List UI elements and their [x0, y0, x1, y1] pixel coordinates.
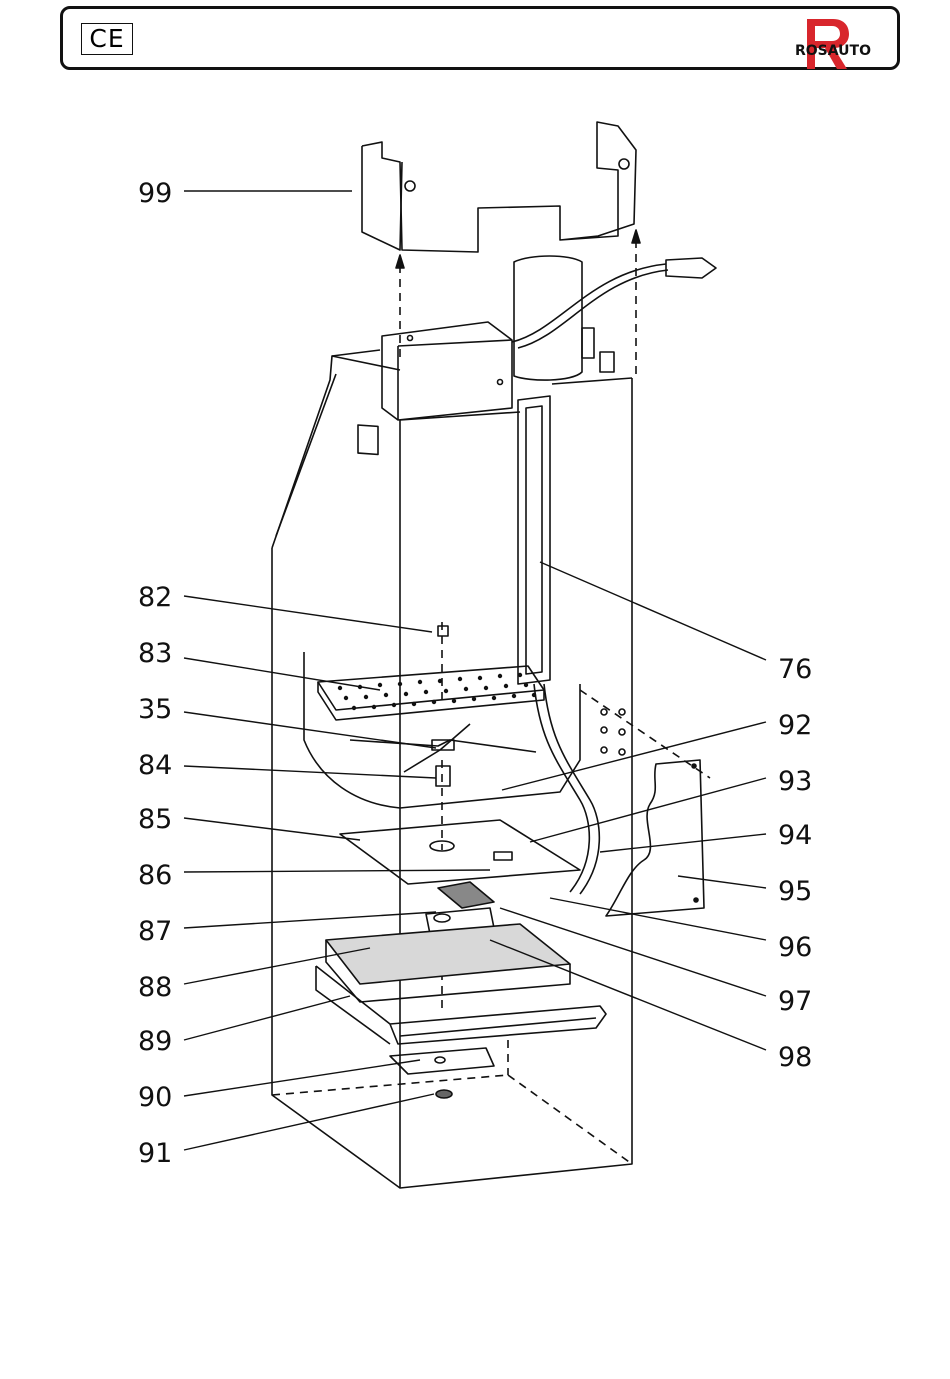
label-97: 97 — [778, 986, 812, 1017]
label-95: 95 — [778, 876, 812, 907]
label-86: 86 — [138, 860, 172, 891]
bottom-plate — [390, 1048, 494, 1098]
label-96: 96 — [778, 932, 812, 963]
base-plate — [340, 820, 580, 884]
label-92: 92 — [778, 710, 812, 741]
cabinet-body — [272, 350, 632, 1188]
top-cover — [362, 122, 636, 252]
label-82: 82 — [138, 582, 172, 613]
label-35: 35 — [138, 694, 172, 725]
label-83: 83 — [138, 638, 172, 669]
filter-pad — [438, 882, 494, 908]
sponge-filter — [326, 924, 570, 1002]
labels-right: 76 92 93 94 95 96 97 98 — [778, 654, 812, 1073]
label-88: 88 — [138, 972, 172, 1003]
label-91: 91 — [138, 1138, 172, 1169]
side-panel — [606, 760, 704, 916]
screw — [438, 626, 448, 636]
rotor-arm — [350, 724, 536, 786]
label-89: 89 — [138, 1026, 172, 1057]
label-84: 84 — [138, 750, 172, 781]
label-93: 93 — [778, 766, 812, 797]
label-90: 90 — [138, 1082, 172, 1113]
label-87: 87 — [138, 916, 172, 947]
label-99: 99 — [138, 178, 172, 209]
tank-and-cable — [512, 256, 716, 380]
label-98: 98 — [778, 1042, 812, 1073]
label-76: 76 — [778, 654, 812, 685]
label-94: 94 — [778, 820, 812, 851]
side-mount-holes — [601, 709, 625, 755]
labels-left: 99 82 83 35 84 85 86 87 88 89 90 91 — [138, 178, 172, 1169]
vertical-duct — [518, 396, 599, 894]
filter-grate — [304, 652, 580, 808]
label-85: 85 — [138, 804, 172, 835]
assembly-guides — [272, 240, 710, 1164]
control-box — [382, 322, 512, 420]
